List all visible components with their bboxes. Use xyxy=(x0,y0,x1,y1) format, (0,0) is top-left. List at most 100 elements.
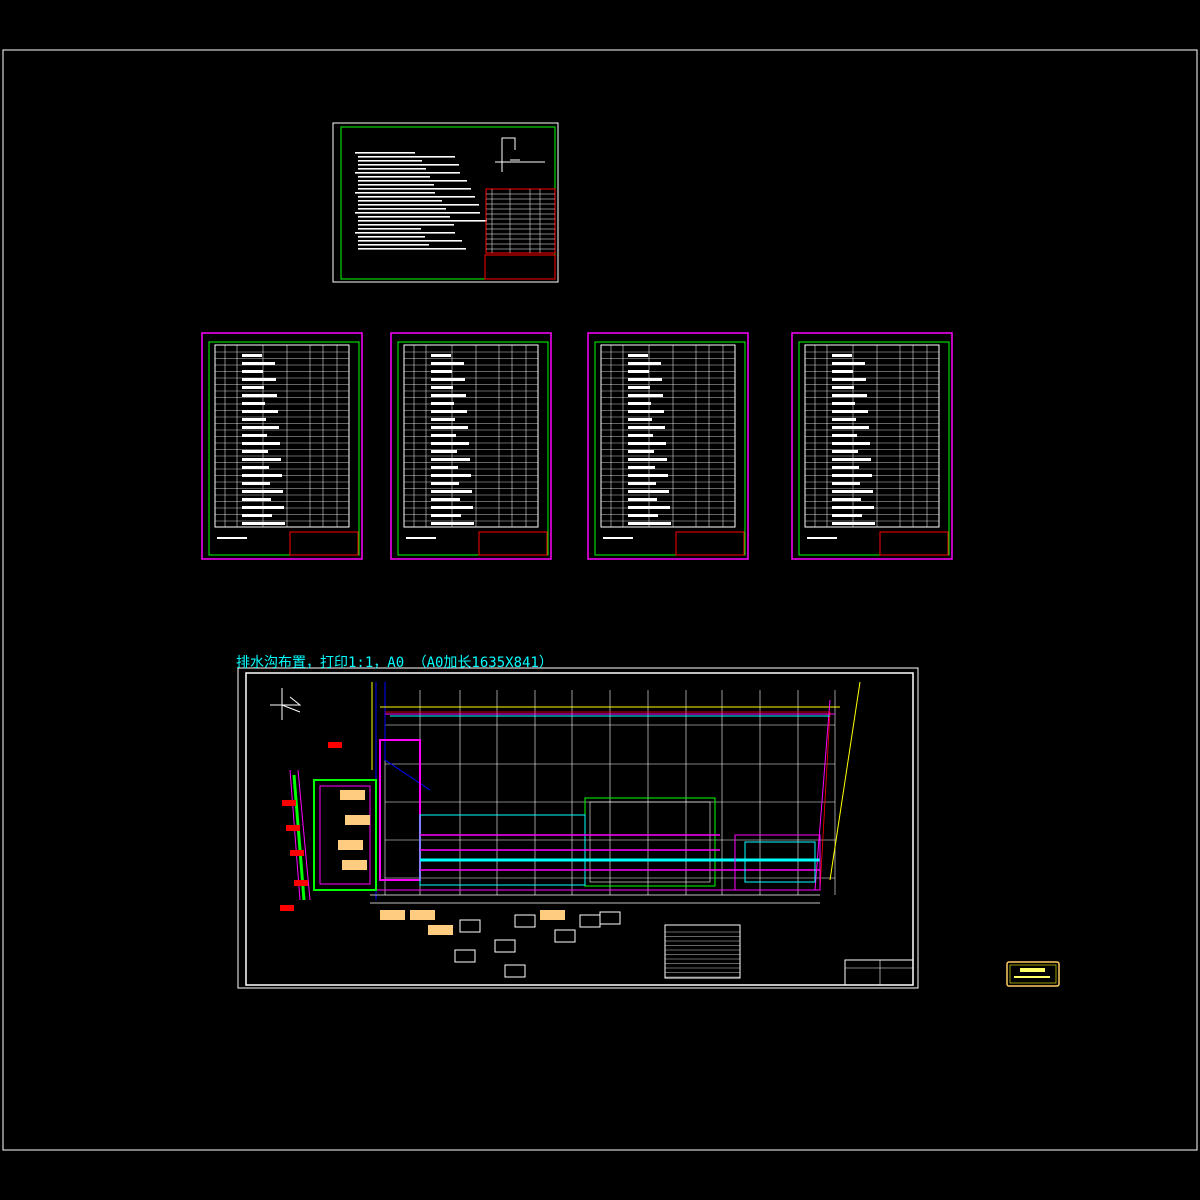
data-table xyxy=(403,344,539,528)
design-notes-sheet[interactable] xyxy=(332,122,559,283)
notes-text-line xyxy=(355,212,480,214)
drain-line-red xyxy=(385,711,831,891)
table-cell-text xyxy=(242,522,285,525)
table-cell-text xyxy=(431,386,453,389)
table-cell-text xyxy=(628,482,656,485)
table-cell-text xyxy=(832,362,865,365)
notes-text-line xyxy=(355,152,415,154)
callout-box xyxy=(599,911,621,925)
table-cell-text xyxy=(832,450,858,453)
table-cell-text xyxy=(832,426,869,429)
callout-label xyxy=(345,815,370,825)
callout-label xyxy=(380,910,405,920)
table-cell-text xyxy=(431,418,455,421)
title-block-lines xyxy=(845,960,913,985)
notes-text-line xyxy=(358,168,426,170)
south-road xyxy=(370,894,820,904)
table-cell-text xyxy=(431,410,467,413)
sheet-caption xyxy=(406,537,436,539)
table-cell-text xyxy=(628,410,664,413)
callout-box xyxy=(504,964,526,978)
plan-outer-frame xyxy=(237,667,919,989)
data-table xyxy=(600,344,736,528)
title-block xyxy=(484,254,556,280)
callout-box xyxy=(514,914,536,928)
callout-labels xyxy=(280,742,621,978)
table-cell-text xyxy=(628,402,651,405)
table-cell-text xyxy=(832,474,872,477)
title-block xyxy=(879,531,949,556)
notes-text-line xyxy=(358,164,459,166)
table-cell-text xyxy=(832,458,871,461)
table-cell-text xyxy=(242,370,263,373)
table-cell-text xyxy=(431,474,471,477)
data-table xyxy=(804,344,940,528)
table-cell-text xyxy=(431,482,459,485)
table-cell-text xyxy=(628,362,661,365)
process-block xyxy=(379,739,421,881)
legend-table-grid xyxy=(486,189,555,253)
table-cell-text xyxy=(242,434,267,437)
main-building-inner xyxy=(589,801,711,883)
table-cell-text xyxy=(628,466,655,469)
callout-box xyxy=(454,949,476,963)
notes-legend-table xyxy=(485,188,556,254)
table-cell-text xyxy=(628,354,648,357)
table-sheet-3 xyxy=(587,332,749,560)
notes-text-line xyxy=(358,184,434,186)
table-cell-text xyxy=(242,402,265,405)
plan-inner-frame xyxy=(245,672,914,986)
table-cell-text xyxy=(832,490,873,493)
table-cell-text xyxy=(628,458,667,461)
table-cell-text xyxy=(431,506,473,509)
drainage-plan-sheet[interactable] xyxy=(237,667,919,989)
notes-text-line xyxy=(358,188,471,190)
sheet-inner-border xyxy=(340,126,556,280)
table-sheet-4 xyxy=(791,332,953,560)
notes-text-line xyxy=(358,204,479,206)
table-cell-text xyxy=(832,466,859,469)
table-cell-text xyxy=(628,426,665,429)
sheet-outer-border xyxy=(587,332,749,560)
table-cell-text xyxy=(431,490,472,493)
callout-label-red xyxy=(290,850,304,856)
callout-box xyxy=(579,914,601,928)
table-cell-text xyxy=(431,354,451,357)
notes-text-line xyxy=(355,172,460,174)
notes-text-line xyxy=(358,244,429,246)
notes-text-line xyxy=(358,240,462,242)
legend-table-rows xyxy=(665,931,740,978)
table-cell-text xyxy=(242,410,278,413)
table-cell-text xyxy=(242,490,283,493)
callout-label-red xyxy=(286,825,300,831)
notes-text-line xyxy=(358,236,425,238)
table-cell-text xyxy=(242,386,264,389)
callout-label xyxy=(342,860,367,870)
legend-table xyxy=(664,924,741,979)
callout-box xyxy=(459,919,481,933)
callout-label-red xyxy=(294,880,308,886)
table-cell-text xyxy=(832,378,866,381)
title-block xyxy=(675,531,745,556)
table-cell-text xyxy=(628,514,658,517)
table-cell-text xyxy=(628,370,649,373)
west-green-belt xyxy=(292,774,306,901)
callout-box xyxy=(494,939,516,953)
callout-label-red xyxy=(280,905,294,911)
detail-sketch xyxy=(495,137,545,172)
table-cell-text xyxy=(832,506,874,509)
table-cell-text xyxy=(242,514,272,517)
callout-label-red xyxy=(282,800,296,806)
notes-text-line xyxy=(358,200,442,202)
table-cell-text xyxy=(431,522,474,525)
table-cell-text xyxy=(431,402,454,405)
table-cell-text xyxy=(832,498,861,501)
table-cell-text xyxy=(832,418,856,421)
table-cell-text xyxy=(431,450,457,453)
callout-label xyxy=(410,910,435,920)
plan-title-block xyxy=(844,959,914,986)
table-cell-text xyxy=(628,490,669,493)
notes-text-line xyxy=(358,156,455,158)
boundary-line xyxy=(371,681,861,881)
